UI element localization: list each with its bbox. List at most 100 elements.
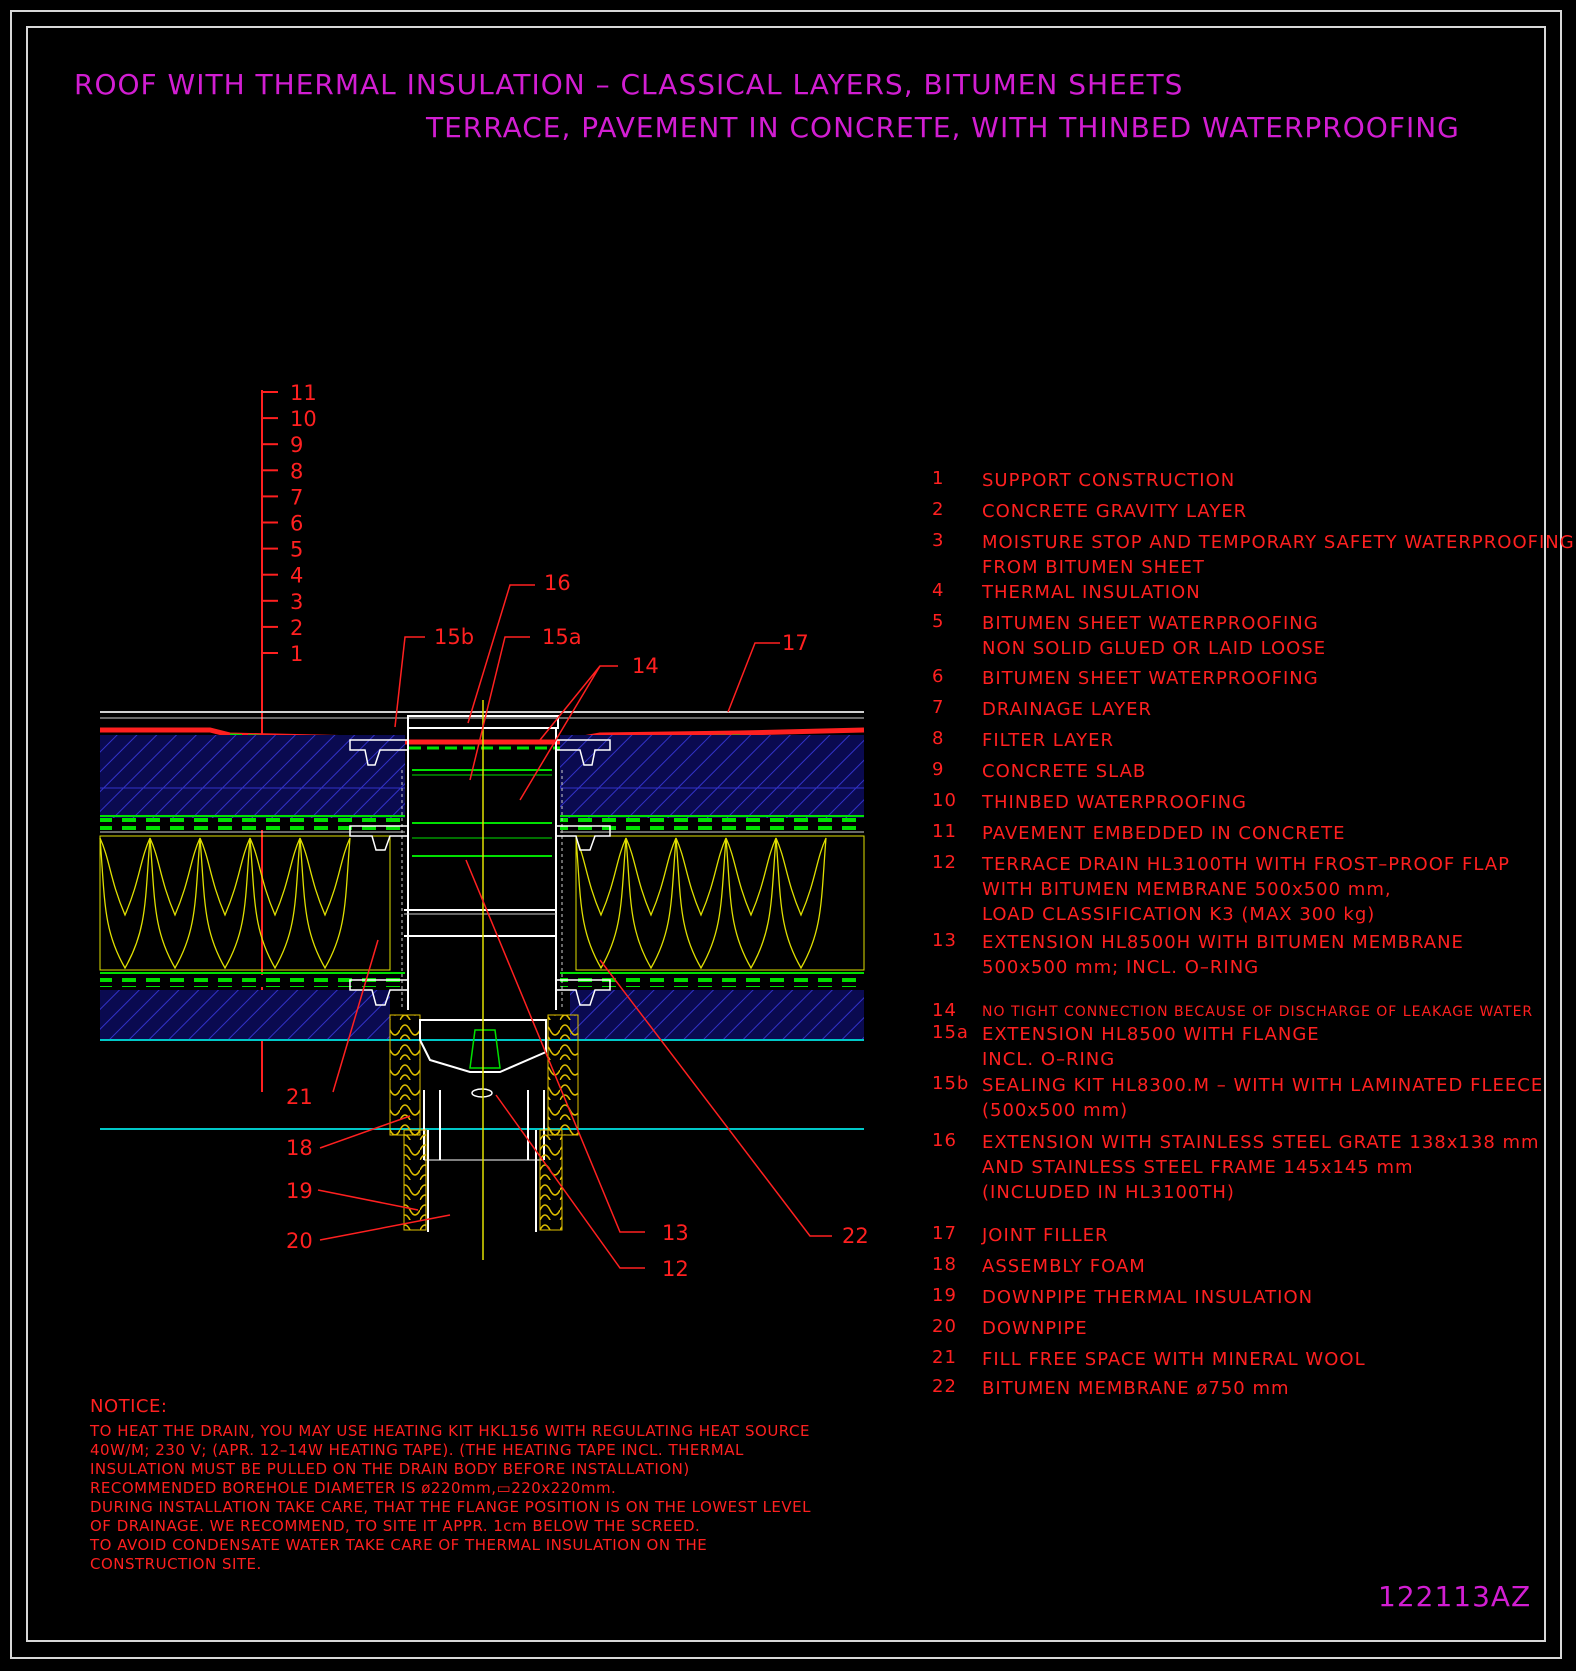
legend-number: 14 (932, 1000, 957, 1021)
layer-scale-label: 5 (290, 538, 303, 562)
layer-scale-label: 6 (290, 512, 303, 536)
layer-scale-label: 9 (290, 433, 303, 457)
downpipe-insulation-right (539, 1129, 563, 1231)
legend-text: PAVEMENT EMBEDDED IN CONCRETE (982, 823, 1346, 844)
legend-number: 8 (932, 728, 945, 749)
legend-number: 11 (932, 821, 957, 842)
legend-text: BITUMEN SHEET WATERPROOFING NON SOLID GL… (982, 613, 1327, 659)
layer-scale-label: 7 (290, 485, 303, 509)
legend-number: 15b (932, 1073, 970, 1094)
drain-assembly (349, 700, 611, 1260)
legend-number: 16 (932, 1130, 957, 1151)
downpipe-insulation-left (403, 1129, 427, 1231)
concrete-gravity-layer-left (100, 735, 405, 820)
callout-22: 22 (842, 1224, 869, 1248)
layer-scale-label: 3 (290, 590, 303, 614)
insulation-loop (675, 837, 727, 970)
legend-text: EXTENSION WITH STAINLESS STEEL GRATE 138… (982, 1132, 1540, 1203)
legend-number: 4 (932, 580, 945, 601)
notice-line: RECOMMENDED BOREHOLE DIAMETER IS ø220mm,… (90, 1479, 617, 1497)
layer-scale-label: 8 (290, 459, 303, 483)
leader-12 (495, 1094, 645, 1269)
legend-text: BITUMEN MEMBRANE ø750 mm (982, 1378, 1290, 1399)
insulation-loop (299, 837, 351, 970)
legend-text: DRAINAGE LAYER (982, 699, 1152, 720)
legend-number: 15a (932, 1022, 969, 1043)
notice-heading: NOTICE: (90, 1396, 168, 1417)
legend-number: 21 (932, 1347, 957, 1368)
legend-text: CONCRETE SLAB (982, 761, 1147, 782)
legend-number: 20 (932, 1316, 957, 1337)
drawing-code: 122113AZ (1378, 1580, 1532, 1613)
concrete-slab-right (570, 990, 864, 1040)
notice-line: TO AVOID CONDENSATE WATER TAKE CARE OF T… (90, 1536, 708, 1554)
legend-text: EXTENSION HL8500 WITH FLANGE INCL. O–RIN… (982, 1024, 1320, 1070)
layer-scale-label: 1 (290, 642, 303, 666)
sealing-kit-flange-left (349, 739, 409, 766)
callout-15a: 15a (542, 625, 582, 649)
concrete-gravity-layer-right (560, 735, 864, 820)
legend-text: BITUMEN SHEET WATERPROOFING (982, 668, 1319, 689)
extension-flange-right (555, 825, 611, 851)
leader-15a (469, 636, 530, 781)
waterproofing-band-lower (100, 972, 864, 987)
insulation-loop (775, 837, 827, 970)
drain-outlet (423, 1090, 545, 1160)
leader-16 (467, 584, 535, 724)
layer-scale-label: 4 (290, 564, 303, 588)
drain-flange-left (349, 979, 409, 1006)
callout-17: 17 (782, 631, 809, 655)
leader-18 (319, 1115, 411, 1149)
leader-14 (519, 665, 618, 801)
waterproofing-band-upper (100, 815, 864, 833)
leader-20 (319, 1214, 451, 1241)
legend-number: 22 (932, 1376, 957, 1397)
legend-number: 6 (932, 666, 945, 687)
legend-text: MOISTURE STOP AND TEMPORARY SAFETY WATER… (982, 532, 1575, 578)
insulation-loop (149, 837, 201, 970)
legend-number: 7 (932, 697, 945, 718)
legend-text: DOWNPIPE THERMAL INSULATION (982, 1287, 1314, 1308)
insulation-loop (249, 837, 301, 970)
legend-text: SUPPORT CONSTRUCTION (982, 470, 1236, 491)
drawing-border-outer (10, 10, 1562, 1659)
legend-number: 5 (932, 611, 945, 632)
drawing-border-inner (26, 26, 1546, 1642)
callout-15b: 15b (434, 625, 474, 649)
legend-text: CONCRETE GRAVITY LAYER (982, 501, 1248, 522)
legend-number: 13 (932, 930, 957, 951)
legend-text: SEALING KIT HL8300.M – WITH WITH LAMINAT… (982, 1075, 1544, 1121)
extension-flange-left (349, 825, 409, 851)
notice-line: TO HEAT THE DRAIN, YOU MAY USE HEATING K… (90, 1422, 810, 1440)
leader-19 (317, 1189, 419, 1211)
notice-block: NOTICE: TO HEAT THE DRAIN, YOU MAY USE H… (90, 1397, 850, 1574)
legend-number: 2 (932, 499, 945, 520)
notice-line: 40W/M; 230 V; (APR. 12–14W HEATING TAPE)… (90, 1441, 744, 1459)
sealing-kit-flange-right (555, 739, 611, 766)
notice-line: OF DRAINAGE. WE RECOMMEND, TO SITE IT AP… (90, 1517, 701, 1535)
insulation-loop (99, 837, 151, 970)
callout-13: 13 (662, 1221, 689, 1245)
drawing-title-line2: TERRACE, PAVEMENT IN CONCRETE, WITH THIN… (426, 111, 1460, 144)
callout-14: 14 (632, 654, 659, 678)
legend-text: FILL FREE SPACE WITH MINERAL WOOL (982, 1349, 1366, 1370)
thermal-insulation (99, 835, 865, 971)
leader-17 (727, 642, 780, 713)
leader-13 (465, 859, 645, 1233)
legend-number: 3 (932, 530, 945, 551)
notice-line: INSULATION MUST BE PULLED ON THE DRAIN B… (90, 1460, 690, 1478)
drain-flange-right (555, 979, 611, 1006)
insulation-loop (725, 837, 777, 970)
legend-text: THERMAL INSULATION (982, 582, 1201, 603)
legend-number: 19 (932, 1285, 957, 1306)
leader-lines (317, 584, 832, 1269)
frost-proof-flap (469, 1029, 501, 1069)
mineral-wool-right (547, 1014, 579, 1136)
legend-text: THINBED WATERPROOFING (982, 792, 1247, 813)
leader-21 (332, 939, 379, 1093)
callout-12: 12 (662, 1257, 689, 1281)
legend-text: EXTENSION HL8500H WITH BITUMEN MEMBRANE … (982, 932, 1464, 978)
legend-text: ASSEMBLY FOAM (982, 1256, 1146, 1277)
leader-22 (599, 959, 832, 1237)
